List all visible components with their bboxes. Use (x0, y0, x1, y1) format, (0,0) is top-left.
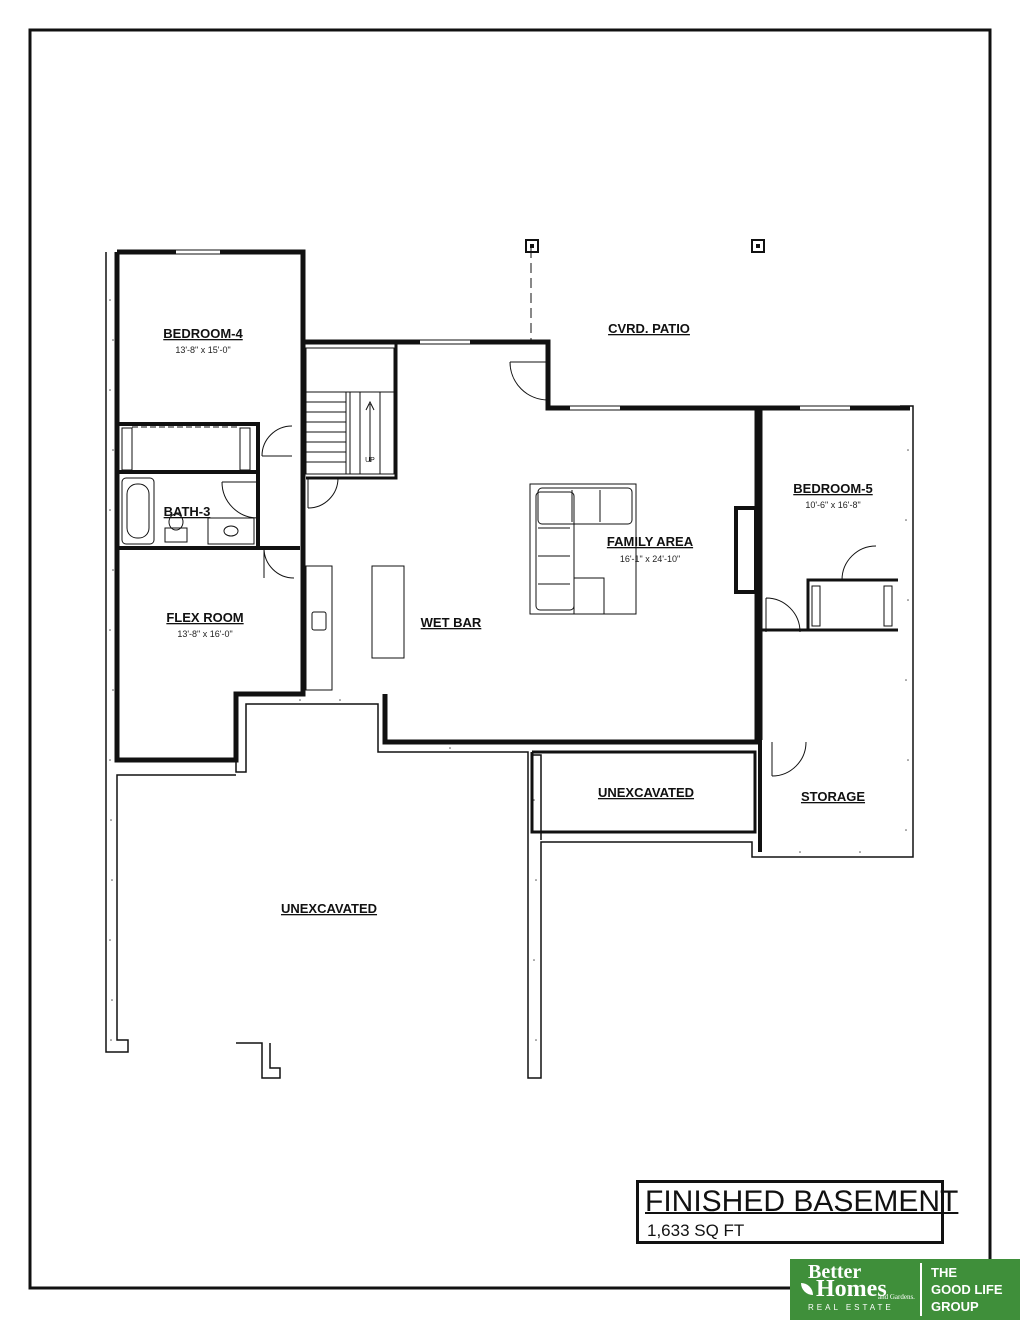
bedroom4-name: BEDROOM-4 (163, 326, 243, 341)
family-area-dims: 16'-1" x 24'-10" (620, 554, 680, 564)
logo-group-line1: THE (931, 1265, 957, 1280)
foundation-hatch (109, 299, 909, 1041)
bath3-name: BATH-3 (164, 504, 211, 519)
leaf-icon (801, 1283, 813, 1295)
logo-brand-line1: Better (808, 1261, 862, 1283)
unexcavated-small-name: UNEXCAVATED (598, 785, 694, 800)
family-area-name: FAMILY AREA (607, 534, 694, 549)
doors (221, 361, 877, 777)
foundation-walls (105, 252, 914, 1079)
bedroom5-dims: 10'-6" x 16'-8" (805, 500, 860, 510)
logo-group-line3: GROUP (931, 1299, 979, 1314)
flex-room-name: FLEX ROOM (166, 610, 243, 625)
logo-divider (920, 1263, 922, 1316)
staircase (305, 347, 395, 475)
logo-brand-sub: REAL ESTATE (808, 1303, 894, 1312)
logo-brand-line2: Homes (816, 1276, 887, 1302)
logo-group-line2: GOOD LIFE (931, 1282, 1003, 1297)
plan-title: FINISHED BASEMENT (645, 1185, 959, 1218)
covered-patio-name: CVRD. PATIO (608, 321, 690, 336)
wet-bar-name: WET BAR (421, 615, 482, 630)
flex-room-dims: 13'-8" x 16'-0" (177, 629, 232, 639)
bath-fixtures (121, 477, 255, 545)
logo-brand-tag: and Gardens. (878, 1293, 915, 1301)
sheet-border (28, 28, 992, 1290)
brokerage-logo: Better Homes and Gardens. REAL ESTATE TH… (790, 1259, 1020, 1320)
logo-group-name: THE GOOD LIFE GROUP (931, 1264, 1003, 1315)
bedroom5-name: BEDROOM-5 (793, 481, 872, 496)
closet-bedroom5 (811, 585, 893, 627)
wet-bar-counter (305, 565, 405, 691)
stair-up-label: UP (365, 457, 375, 464)
plan-area: 1,633 SQ FT (647, 1221, 745, 1240)
closet-bedroom4 (121, 426, 251, 471)
unexcavated-large-name: UNEXCAVATED (281, 901, 377, 916)
window-frames (176, 249, 850, 411)
bedroom4-dims: 13'-8" x 15'-0" (175, 345, 230, 355)
interior-walls (114, 249, 910, 852)
storage-name: STORAGE (801, 789, 865, 804)
sectional-sofa (529, 483, 637, 615)
covered-patio (525, 239, 765, 342)
fireplace (734, 506, 758, 594)
title-block: FINISHED BASEMENT 1,633 SQ FT (636, 1180, 958, 1244)
windows (176, 250, 850, 410)
